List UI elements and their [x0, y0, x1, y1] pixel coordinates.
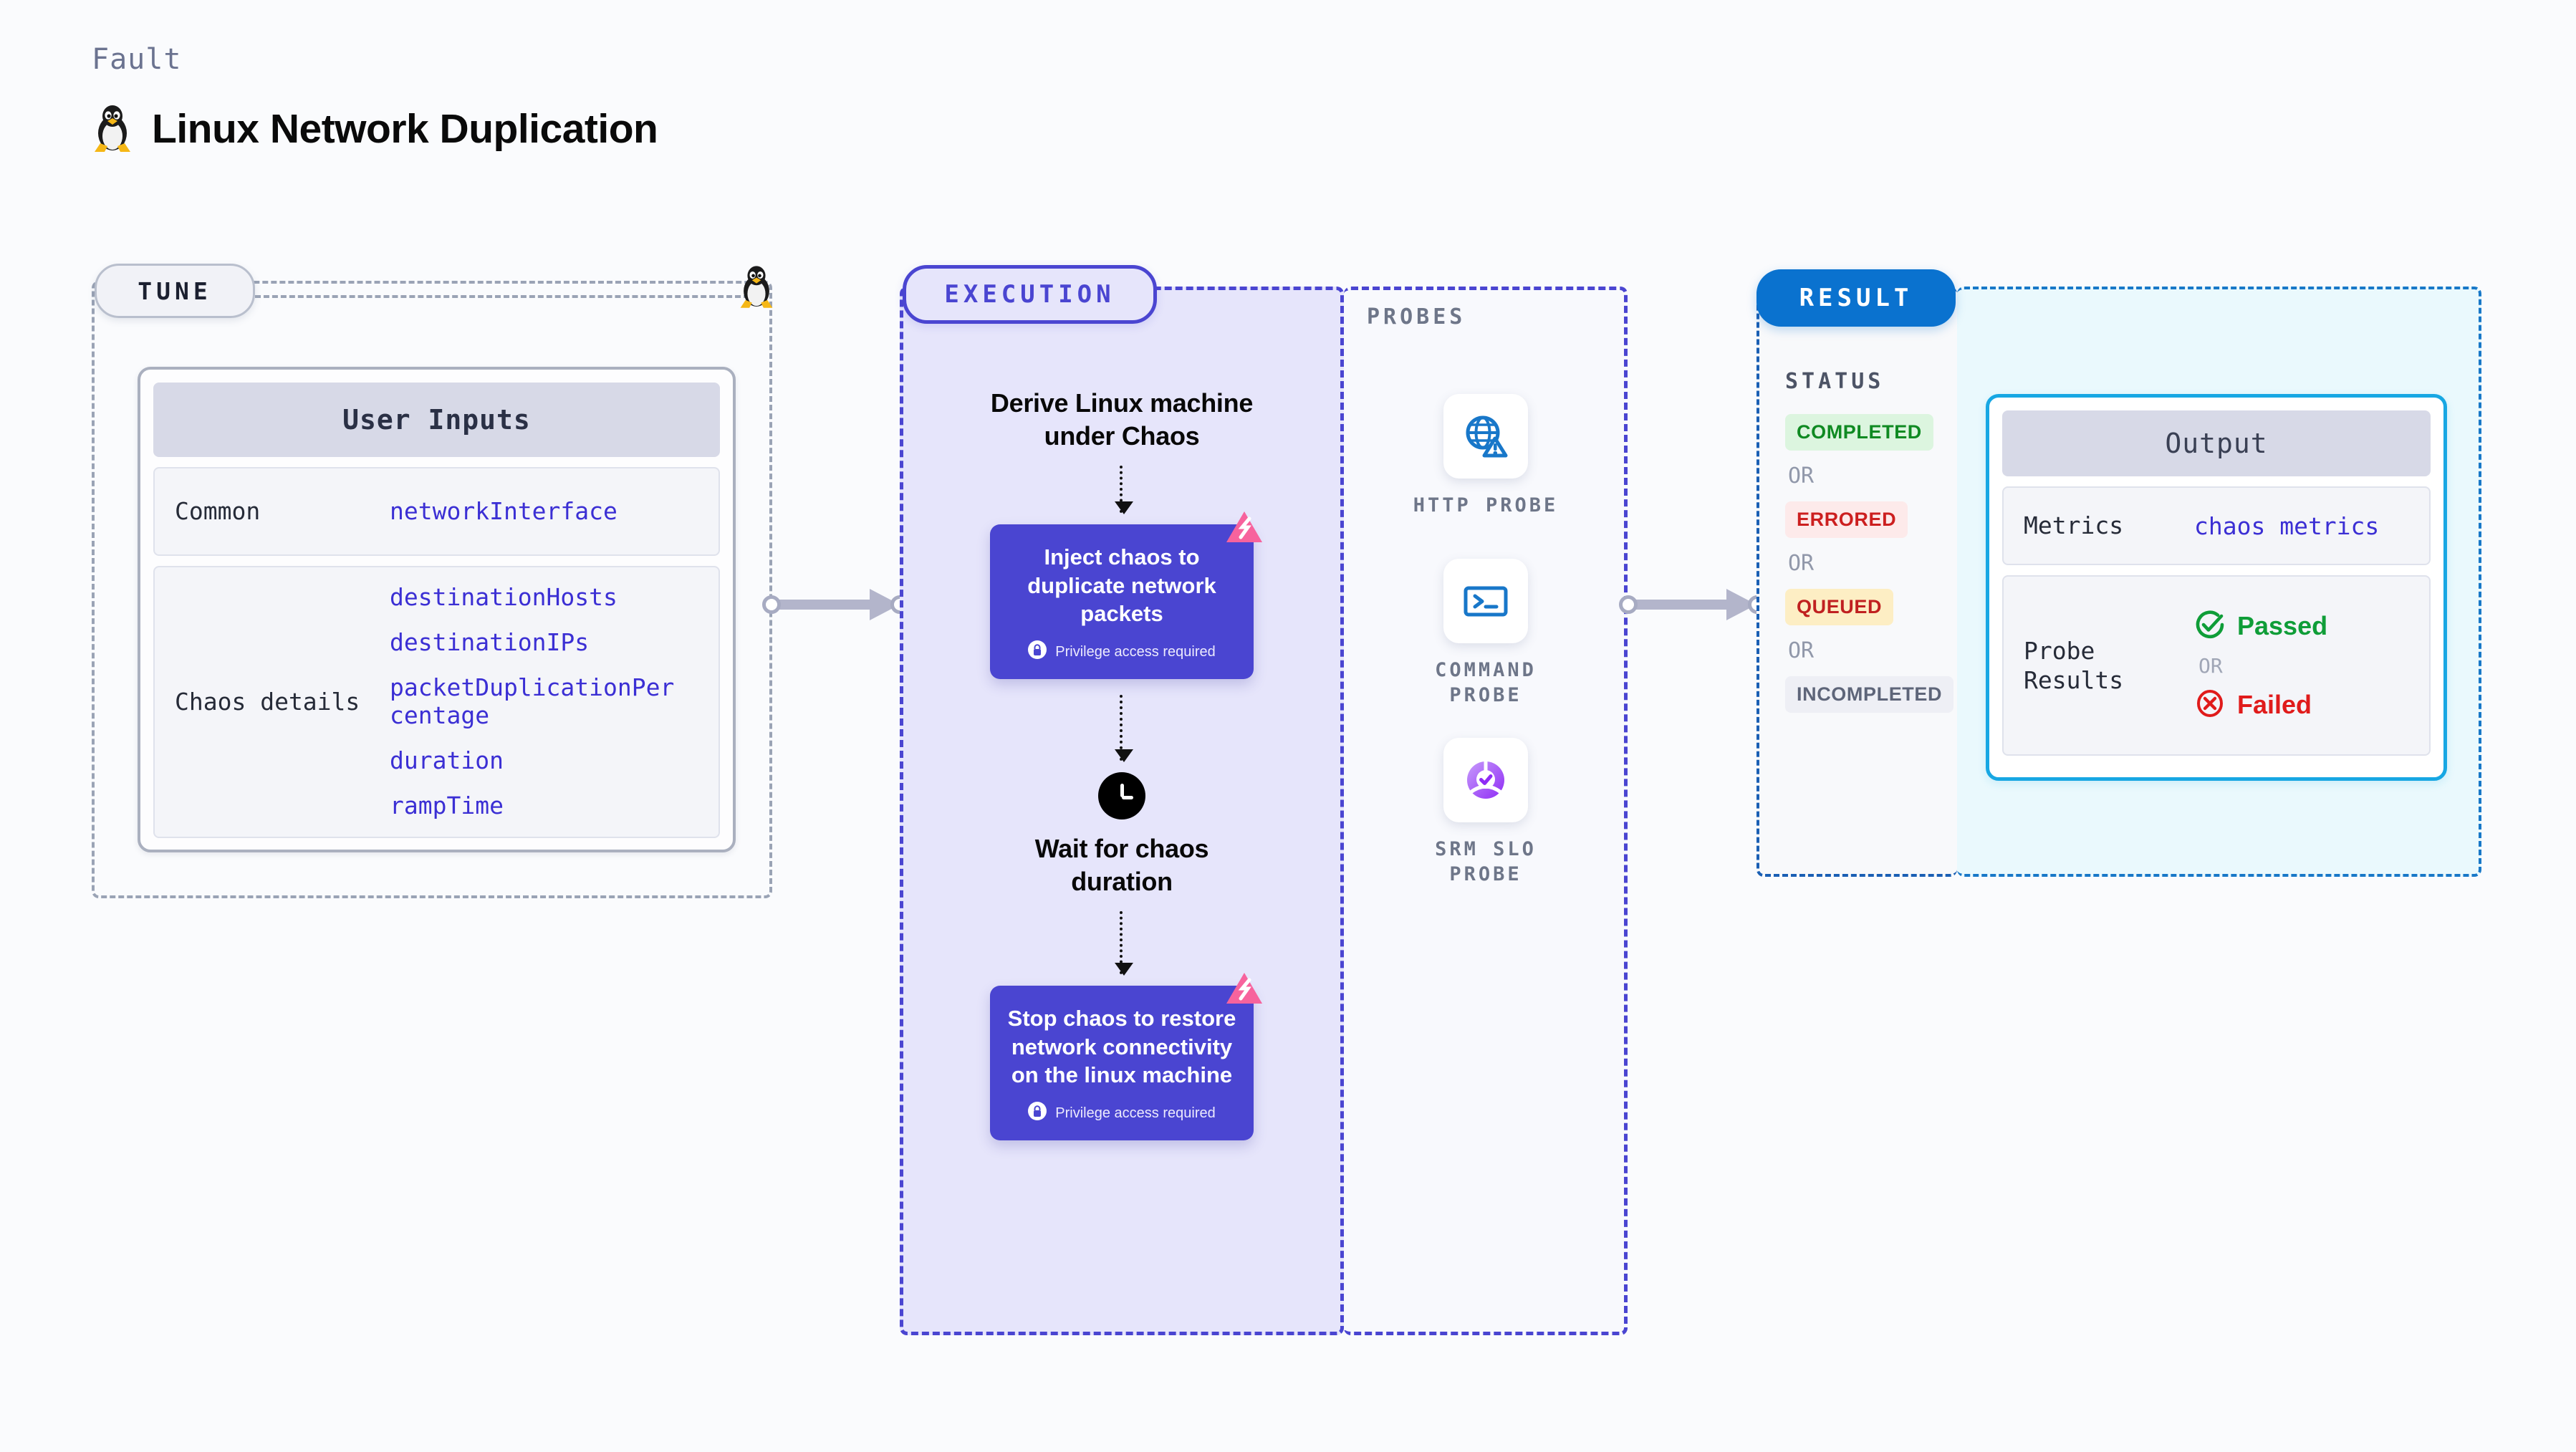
- status-or: OR: [1788, 551, 1815, 576]
- output-row-probe-results: Probe Results Passed OR: [2002, 575, 2431, 756]
- check-circle-icon: [2194, 609, 2226, 644]
- probe-result-or: OR: [2198, 653, 2223, 678]
- row-values: networkInterface: [390, 496, 617, 526]
- privilege-note: Privilege access required: [1006, 640, 1238, 663]
- chaos-box-title: Stop chaos to restore network connectivi…: [1007, 1006, 1236, 1088]
- page-title: Linux Network Duplication: [152, 106, 658, 152]
- privilege-text: Privilege access required: [1055, 643, 1216, 660]
- row-key: Chaos details: [175, 688, 360, 716]
- clock-icon: [1098, 772, 1145, 820]
- probe-label: COMMAND PROBE: [1435, 659, 1537, 707]
- probe-result-passed: Passed: [2194, 609, 2327, 644]
- chaos-box-title: Inject chaos to duplicate network packet…: [1027, 544, 1216, 626]
- output-card: Output Metrics chaos metrics Probe Resul…: [1986, 394, 2447, 781]
- litmus-chaos-icon: [1225, 510, 1264, 549]
- exec-step-inject-chaos-box[interactable]: Inject chaos to duplicate network packet…: [990, 511, 1262, 680]
- terminal-icon: [1443, 559, 1528, 643]
- exec-step-stop-chaos-box[interactable]: Stop chaos to restore network connectivi…: [990, 973, 1262, 1141]
- input-value[interactable]: destinationHosts: [390, 583, 617, 612]
- tune-exit-node: [762, 595, 781, 614]
- user-inputs-title: User Inputs: [153, 383, 720, 457]
- tune-linux-penguin-icon: [738, 265, 775, 309]
- input-value[interactable]: duration: [390, 746, 504, 774]
- probe-item-command[interactable]: COMMAND PROBE: [1407, 559, 1565, 708]
- input-value[interactable]: packetDuplicationPercentage: [390, 673, 675, 729]
- probe-label: HTTP PROBE: [1413, 494, 1559, 516]
- flow-arrow-down-2: [1114, 695, 1133, 763]
- status-badge-completed: COMPLETED: [1785, 414, 1933, 451]
- execution-section-pill[interactable]: EXECUTION: [903, 265, 1157, 324]
- probe-item-srm-slo[interactable]: SRM SLO PROBE: [1407, 738, 1565, 887]
- exec-step-wait-label: Wait for chaos duration: [1034, 834, 1209, 897]
- lock-icon: [1028, 640, 1047, 663]
- page-header: Fault Linux Network Duplication: [92, 43, 658, 153]
- row-key: Probe Results: [2024, 636, 2124, 694]
- srm-slo-check-icon: [1443, 738, 1528, 822]
- input-value[interactable]: rampTime: [390, 791, 504, 819]
- user-inputs-card: User Inputs Common networkInterface Chao…: [138, 367, 736, 852]
- exec-step-derive-label: Derive Linux machine under Chaos: [990, 388, 1254, 451]
- input-value[interactable]: destinationIPs: [390, 628, 590, 657]
- probes-exit-node: [1619, 595, 1638, 614]
- tune-to-execution-arrow: [771, 589, 900, 620]
- probe-label: SRM SLO PROBE: [1435, 838, 1537, 886]
- probes-to-result-arrow: [1628, 589, 1756, 620]
- passed-label: Passed: [2237, 611, 2328, 640]
- row-values: destinationHosts destinationIPs packetDu…: [390, 583, 683, 820]
- tune-dashed-connector: [255, 295, 749, 298]
- tune-section-panel: [92, 281, 772, 898]
- globe-warning-icon: [1443, 394, 1528, 479]
- probes-label: PROBES: [1367, 304, 1466, 330]
- x-circle-icon: [2194, 688, 2226, 723]
- lock-icon: [1028, 1102, 1047, 1125]
- litmus-chaos-icon: [1225, 971, 1264, 1011]
- status-badge-queued: QUEUED: [1785, 589, 1894, 625]
- status-badge-errored: ERRORED: [1785, 501, 1908, 538]
- row-key: Metrics: [2024, 511, 2124, 540]
- status-list: COMPLETED OR ERRORED OR QUEUED OR INCOMP…: [1785, 414, 1954, 713]
- user-input-row-common: Common networkInterface: [153, 467, 720, 556]
- status-or: OR: [1788, 463, 1815, 489]
- probe-result-failed: Failed: [2194, 688, 2327, 723]
- linux-penguin-icon: [92, 105, 133, 153]
- output-title: Output: [2002, 410, 2431, 476]
- status-badge-incompleted: INCOMPLETED: [1785, 676, 1954, 713]
- output-row-metrics: Metrics chaos metrics: [2002, 486, 2431, 565]
- input-value[interactable]: networkInterface: [390, 496, 617, 525]
- probe-results-values: Passed OR Failed: [2194, 609, 2327, 723]
- flow-arrow-down-1: [1114, 466, 1133, 515]
- probe-item-http[interactable]: HTTP PROBE: [1407, 394, 1565, 518]
- privilege-text: Privilege access required: [1055, 1105, 1216, 1121]
- execution-flow: Derive Linux machine under Chaos Inject …: [900, 287, 1344, 1335]
- privilege-note: Privilege access required: [1006, 1102, 1238, 1125]
- row-value[interactable]: chaos metrics: [2194, 511, 2380, 540]
- tune-section-pill[interactable]: TUNE: [95, 264, 255, 318]
- status-or: OR: [1788, 638, 1815, 663]
- status-label: STATUS: [1785, 369, 1885, 394]
- row-key: Common: [175, 497, 261, 526]
- failed-label: Failed: [2237, 690, 2312, 719]
- user-input-row-chaos-details: Chaos details destinationHosts destinati…: [153, 566, 720, 838]
- flow-arrow-down-3: [1114, 911, 1133, 976]
- result-section-pill[interactable]: RESULT: [1756, 269, 1956, 327]
- page-title-row: Linux Network Duplication: [92, 105, 658, 153]
- fault-kicker: Fault: [92, 43, 182, 76]
- result-status-panel: [1756, 287, 1957, 877]
